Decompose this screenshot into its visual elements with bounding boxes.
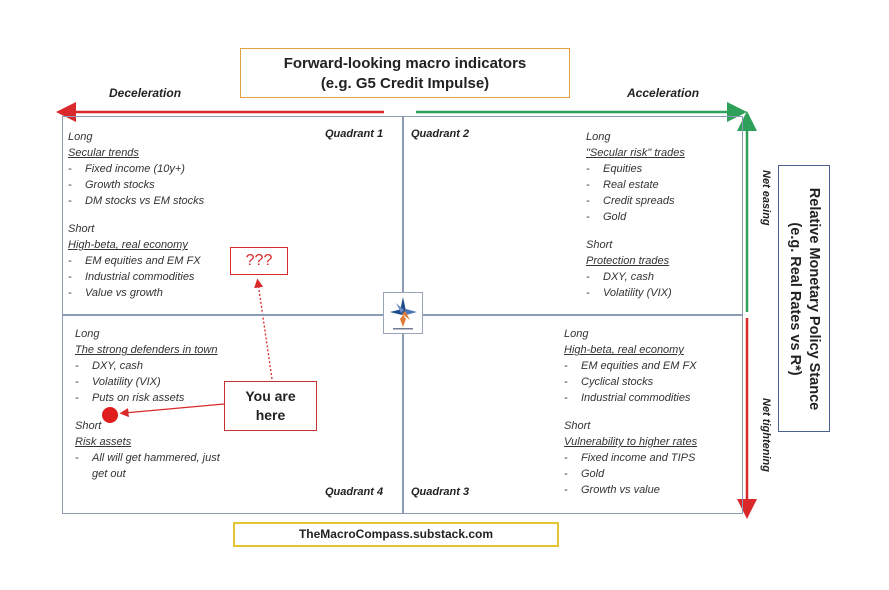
q4-short-item: All will get hammered, just get out [75, 450, 227, 482]
you-are-here-line2: here [255, 407, 286, 423]
header-title-line1: Forward-looking macro indicators [283, 55, 527, 72]
you-are-here-line1: You are [245, 388, 296, 404]
q3-long-item: Cyclical stocks [564, 374, 739, 390]
you-are-here-box: You are here [224, 381, 317, 431]
q2-long-item: Gold [586, 209, 736, 225]
q2-long-heading: "Secular risk" trades [586, 147, 685, 159]
q1-long-item: Growth stocks [68, 177, 308, 193]
q2-long-label: Long [586, 131, 611, 143]
q2-long-item: Real estate [586, 177, 736, 193]
quadrant-3-content: Long High-beta, real economy EM equities… [564, 326, 739, 498]
q4-short-heading: Risk assets [75, 436, 132, 448]
quadrant-2-label: Quadrant 2 [411, 128, 470, 140]
q1-long-item: DM stocks vs EM stocks [68, 193, 308, 209]
compass-logo-icon [383, 292, 423, 334]
q4-short-label: Short [75, 420, 102, 432]
quadrant-1-label: Quadrant 1 [325, 128, 384, 140]
footer-source: TheMacroCompass.substack.com [233, 522, 559, 547]
q1-short-item: Value vs growth [68, 285, 308, 301]
net-tightening-label: Net tightening [760, 398, 772, 472]
q4-long-label: Long [75, 328, 100, 340]
side-title-box: Relative Monetary Policy Stance (e.g. Re… [778, 165, 830, 432]
q2-long-item: Equities [586, 161, 736, 177]
quadrant-2-content: Long "Secular risk" trades Equities Real… [586, 129, 736, 301]
red-dot-marker [102, 407, 118, 423]
q3-long-item: EM equities and EM FX [564, 358, 739, 374]
q2-short-heading: Protection trades [586, 255, 670, 267]
q4-long-item: Volatility (VIX) [75, 374, 245, 390]
q3-long-label: Long [564, 328, 589, 340]
quadrant-4-content: Long The strong defenders in town DXY, c… [75, 326, 245, 482]
side-title-line1: Relative Monetary Policy Stance [806, 187, 822, 410]
q3-short-item: Growth vs value [564, 482, 739, 498]
deceleration-label: Deceleration [109, 86, 182, 100]
q3-short-label: Short [564, 420, 591, 432]
q1-long-label: Long [68, 131, 93, 143]
q3-long-item: Industrial commodities [564, 390, 739, 406]
q2-short-label: Short [586, 239, 613, 251]
side-title-line2: (e.g. Real Rates vs R*) [787, 221, 803, 376]
q1-short-item: EM equities and EM FX [68, 253, 308, 269]
quadrant-1-content: Long Secular trends Fixed income (10y+) … [68, 129, 308, 301]
q4-long-item: DXY, cash [75, 358, 245, 374]
quadrant-3-label: Quadrant 3 [411, 486, 470, 498]
q1-long-item: Fixed income (10y+) [68, 161, 308, 177]
q2-short-item: DXY, cash [586, 269, 736, 285]
quadrant-4-label: Quadrant 4 [325, 486, 384, 498]
header-title-box: Forward-looking macro indicators (e.g. G… [240, 48, 570, 98]
q3-short-item: Gold [564, 466, 739, 482]
q1-short-heading: High-beta, real economy [68, 239, 188, 251]
q1-long-heading: Secular trends [68, 147, 139, 159]
net-easing-label: Net easing [760, 170, 772, 226]
q4-long-item: Puts on risk assets [75, 390, 245, 406]
header-title-line2: (e.g. G5 Credit Impulse) [320, 75, 490, 92]
q1-short-item: Industrial commodities [68, 269, 308, 285]
question-marks-box: ??? [230, 247, 288, 275]
q3-long-heading: High-beta, real economy [564, 344, 684, 356]
q1-short-label: Short [68, 223, 95, 235]
q3-short-heading: Vulnerability to higher rates [564, 436, 698, 448]
q4-long-heading: The strong defenders in town [75, 344, 218, 356]
acceleration-label: Acceleration [627, 86, 700, 100]
q3-short-item: Fixed income and TIPS [564, 450, 739, 466]
q2-short-item: Volatility (VIX) [586, 285, 736, 301]
q2-long-item: Credit spreads [586, 193, 736, 209]
